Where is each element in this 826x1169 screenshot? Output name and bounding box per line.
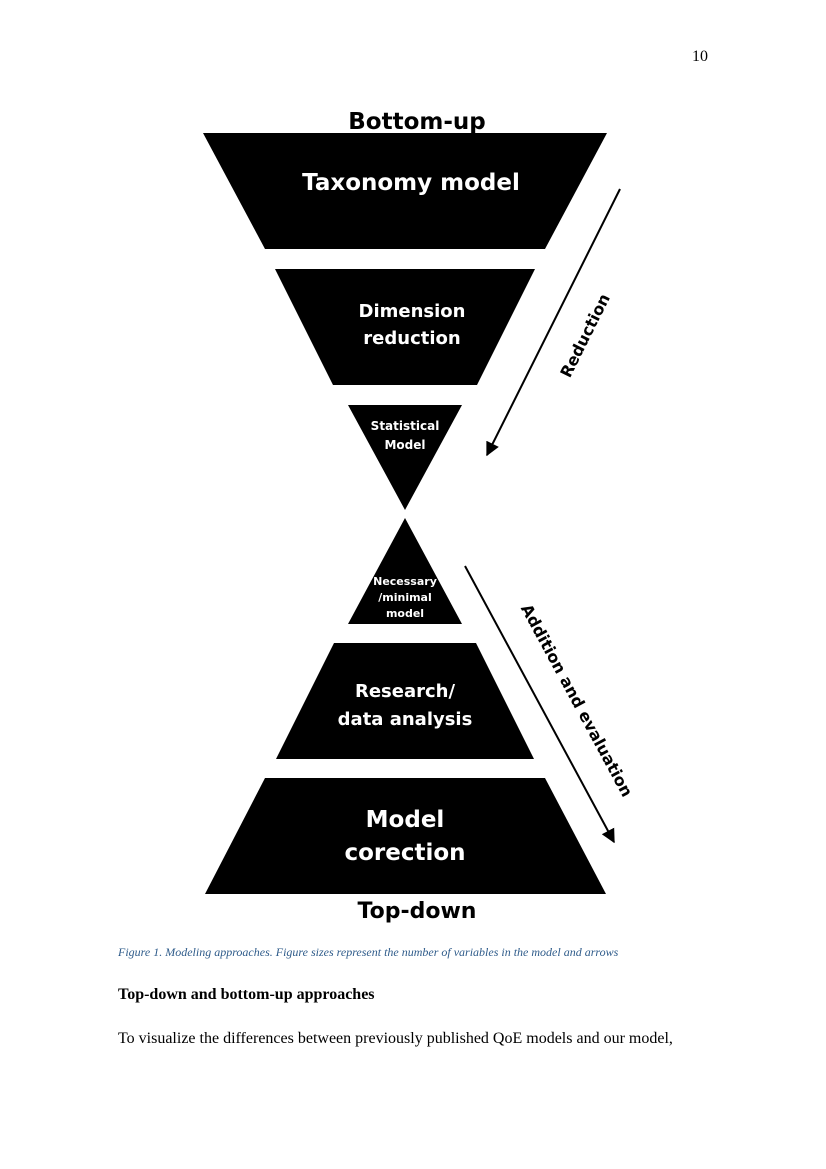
section-heading: Top-down and bottom-up approaches: [118, 986, 375, 1003]
shape-dimension-reduction: Dimension reduction: [275, 269, 535, 385]
shape-label-line: Model: [384, 438, 425, 452]
shape-label-line: /minimal: [378, 591, 432, 604]
shape-label-line: Statistical: [371, 419, 440, 433]
shape-label-line: Research/: [355, 681, 455, 702]
inverted-trapezoid-shape: [275, 269, 535, 385]
reduction-arrow: [486, 188, 621, 457]
top-down-label: Top-down: [358, 899, 477, 924]
inverted-trapezoid-shape: [203, 133, 607, 249]
shape-label-line: model: [386, 607, 424, 620]
shape-label-line: corection: [344, 840, 465, 866]
shape-statistical-model: Statistical Model: [348, 405, 462, 510]
modeling-approaches-diagram: Bottom-up Taxonomy model Dimension reduc…: [203, 109, 637, 924]
shape-label-line: Necessary: [373, 575, 437, 588]
inverted-triangle-shape: [348, 405, 462, 510]
shape-label-line: reduction: [363, 328, 460, 349]
shape-necessary-minimal-model: Necessary /minimal model: [348, 518, 462, 624]
triangle-shape: [348, 518, 462, 624]
shape-label-line: data analysis: [338, 709, 473, 730]
figure-caption: Figure 1. Modeling approaches. Figure si…: [118, 945, 619, 959]
shape-model-corection: Model corection: [205, 778, 606, 894]
trapezoid-shape: [276, 643, 534, 759]
shape-research-data-analysis: Research/ data analysis: [276, 643, 534, 759]
addition-evaluation-label: Addition and evaluation: [517, 601, 637, 800]
shape-label-line: Taxonomy model: [302, 170, 520, 196]
shape-taxonomy-model: Taxonomy model: [203, 133, 607, 249]
page-number: 10: [692, 48, 708, 65]
trapezoid-shape: [205, 778, 606, 894]
shape-label-line: Dimension: [359, 301, 466, 322]
body-paragraph: To visualize the differences between pre…: [118, 1030, 673, 1047]
reduction-label: Reduction: [556, 291, 614, 381]
shape-label-line: Model: [366, 807, 445, 833]
bottom-up-label: Bottom-up: [348, 109, 485, 135]
addition-evaluation-arrow: [464, 565, 615, 844]
